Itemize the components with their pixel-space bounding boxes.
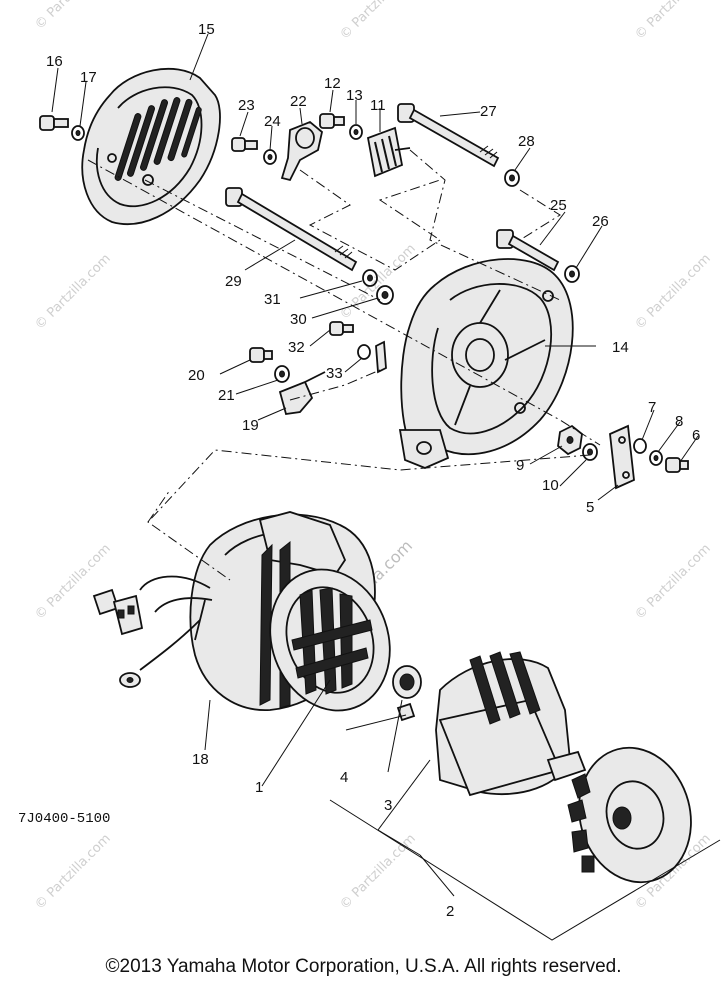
part-19-bracket: [278, 371, 326, 416]
assembly-center-lines: [87, 149, 601, 581]
part-30-washer: [376, 285, 394, 305]
watermark-8: © Partzilla.com: [632, 541, 714, 623]
part-4-bearing: [392, 665, 422, 699]
callout-15: 15: [198, 21, 215, 38]
callout-17: 17: [80, 69, 97, 86]
part-15-rear-cover: [81, 67, 221, 225]
callout-5: 5: [586, 499, 594, 516]
callout-12: 12: [324, 75, 341, 92]
part-16-bolt: [39, 115, 69, 131]
callout-24: 24: [264, 113, 281, 130]
stator-wiring-harness: [92, 575, 213, 688]
callout-13: 13: [346, 87, 363, 104]
callout-19: 19: [242, 417, 259, 434]
watermark-10: © Partzilla.com: [337, 831, 419, 913]
part-12-bolt: [319, 113, 345, 129]
part-32-screw: [329, 321, 354, 336]
part-10-washer: [582, 443, 598, 461]
callout-8: 8: [675, 413, 683, 430]
callout-29: 29: [225, 273, 242, 290]
leader-lines: [51, 33, 721, 941]
part-5-plate: [609, 424, 635, 490]
callout-21: 21: [218, 387, 235, 404]
part-22-clamp: [280, 120, 323, 182]
part-14-housing: [398, 258, 574, 469]
copyright-footer: ©2013 Yamaha Motor Corporation, U.S.A. A…: [105, 956, 622, 977]
callout-10: 10: [542, 477, 559, 494]
part-1-rotor-fan: [269, 568, 391, 712]
callout-6: 6: [692, 427, 700, 444]
callout-25: 25: [550, 197, 567, 214]
watermark-9: © Partzilla.com: [32, 831, 114, 913]
watermark-5: © Partzilla.com: [337, 241, 419, 323]
callout-9: 9: [516, 457, 524, 474]
drawing-code: 7J0400-5100: [18, 811, 110, 827]
part-11-regulator: [366, 126, 411, 178]
callout-18: 18: [192, 751, 209, 768]
part-21-washer: [274, 365, 290, 383]
callout-16: 16: [46, 53, 63, 70]
part-2-rotor-assembly: [435, 651, 692, 884]
callout-20: 20: [188, 367, 205, 384]
part-7-washer: [633, 438, 647, 454]
part-27-long-bolt: [397, 103, 500, 168]
callout-3: 3: [384, 797, 392, 814]
callout-27: 27: [480, 103, 497, 120]
part-28-washer: [504, 169, 520, 187]
part-13-washer: [349, 124, 363, 140]
part-29-long-bolt: [225, 187, 358, 272]
part-8-washer: [649, 450, 663, 466]
callout-30: 30: [290, 311, 307, 328]
watermark-4: © Partzilla.com: [32, 251, 114, 333]
callout-1: 1: [255, 779, 263, 796]
callout-labels: 1 2 3 4 5 6 7 8 9 10 11 12 13 14 15 16 1…: [18, 21, 700, 920]
part-9-nut: [557, 424, 583, 456]
watermark-2: © Partzilla.com: [337, 0, 419, 43]
callout-11: 11: [370, 97, 386, 114]
part-31-washer: [362, 269, 378, 287]
callout-26: 26: [592, 213, 609, 230]
part-24-washer: [263, 149, 277, 165]
part-23-bolt: [231, 137, 258, 152]
callout-33: 33: [326, 365, 343, 382]
watermark-3: © Partzilla.com: [632, 0, 714, 43]
callout-31: 31: [264, 291, 281, 308]
part-20-screw: [249, 347, 273, 363]
callout-2: 2: [446, 903, 454, 920]
part-25-bolt: [496, 229, 560, 272]
callout-4: 4: [340, 769, 348, 786]
watermark-1: © Partzilla.com: [32, 0, 114, 33]
callout-22: 22: [290, 93, 307, 110]
callout-7: 7: [648, 399, 656, 416]
callout-14: 14: [612, 339, 629, 356]
callout-23: 23: [238, 97, 255, 114]
part-17-washer: [71, 125, 85, 141]
watermark-6: © Partzilla.com: [632, 251, 714, 333]
part-26-washer: [564, 265, 580, 283]
callout-32: 32: [288, 339, 305, 356]
callout-28: 28: [518, 133, 535, 150]
part-6-screw: [665, 457, 689, 473]
part-33-terminal: [357, 340, 387, 374]
